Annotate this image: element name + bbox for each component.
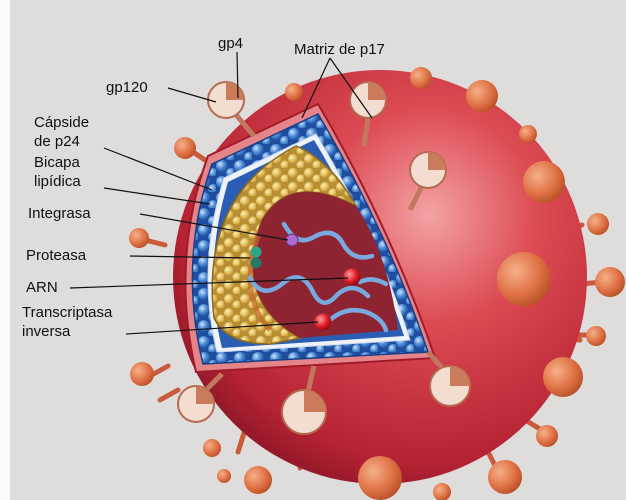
label-integrase: Integrasa <box>28 205 91 222</box>
label-capsid-line2: de p24 <box>34 133 80 150</box>
enzyme-red-1 <box>344 269 361 286</box>
label-capsid-line1: Cápside <box>34 114 89 131</box>
protease-protein-1 <box>251 247 262 258</box>
label-p17-matrix: Matriz de p17 <box>294 41 385 58</box>
label-gp120: gp120 <box>106 79 148 96</box>
protease-protein-2 <box>251 258 262 269</box>
label-protease: Proteasa <box>26 247 87 264</box>
label-bilayer-line1: Bicapa <box>34 154 81 171</box>
label-bilayer-line2: lipídica <box>34 173 81 190</box>
label-rna: ARN <box>26 279 58 296</box>
label-rt-line2: inversa <box>22 323 71 340</box>
left-margin <box>0 0 10 500</box>
label-gp4: gp4 <box>218 35 243 52</box>
label-rt-line1: Transcriptasa <box>22 304 113 321</box>
